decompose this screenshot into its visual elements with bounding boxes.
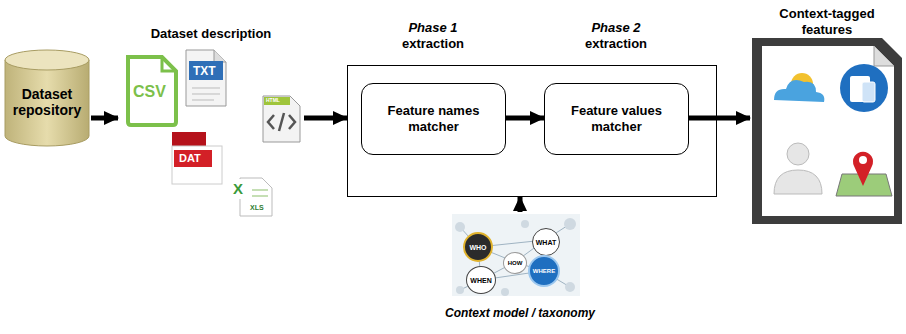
icon-label: DAT bbox=[179, 153, 201, 164]
node-label: WHEN bbox=[470, 277, 491, 284]
context-circle: WHO bbox=[463, 232, 493, 262]
icon-label: CSV bbox=[130, 82, 169, 102]
icon-label: XLS bbox=[250, 204, 264, 211]
node-label: Context model / taxonomy bbox=[430, 306, 610, 320]
icon-label: X bbox=[233, 181, 243, 196]
file-group: Dataset description bbox=[118, 26, 304, 222]
phase-heading: Phase 1 extraction bbox=[388, 20, 478, 51]
icon-label: HTML bbox=[266, 98, 280, 103]
csv-icon bbox=[128, 57, 176, 125]
context-circle: WHERE bbox=[528, 255, 560, 287]
node-label: Feature values matcher bbox=[551, 103, 682, 136]
extraction-box: Phase 1 extractionPhase 2 extractionFeat… bbox=[347, 65, 717, 197]
node-label: Dataset repository bbox=[7, 86, 87, 118]
txt-icon bbox=[186, 50, 226, 106]
document-icon bbox=[750, 4, 904, 226]
output-document: Context-tagged features bbox=[750, 4, 904, 226]
node-label: WHERE bbox=[533, 268, 555, 274]
node-label: WHAT bbox=[536, 239, 556, 246]
dat-icon bbox=[172, 132, 222, 184]
xls-icon bbox=[231, 178, 272, 216]
html-icon bbox=[263, 96, 300, 142]
flow-arrow bbox=[304, 116, 347, 121]
context-circle: WHEN bbox=[466, 266, 496, 294]
node-label: Feature names matcher bbox=[368, 103, 499, 136]
node-label: Dataset description bbox=[118, 26, 304, 41]
repository-cylinder: Dataset repository bbox=[3, 48, 91, 148]
phase-heading: Phase 2 extraction bbox=[571, 20, 661, 51]
context-circle: HOW bbox=[503, 252, 527, 274]
icon-label: TXT bbox=[193, 65, 216, 77]
process-box: Feature values matcher bbox=[544, 83, 689, 155]
flow-arrow bbox=[91, 116, 118, 121]
context-circle: WHAT bbox=[532, 228, 560, 256]
taxonomy-image: Context model / taxonomy WHO WHAT HOW WHERE W… bbox=[430, 212, 610, 332]
node-label: HOW bbox=[508, 260, 523, 266]
node-label: WHO bbox=[469, 244, 486, 251]
process-box: Feature names matcher bbox=[361, 83, 506, 155]
node-label: Context-tagged features bbox=[772, 6, 882, 37]
flow-arrow bbox=[518, 197, 523, 212]
